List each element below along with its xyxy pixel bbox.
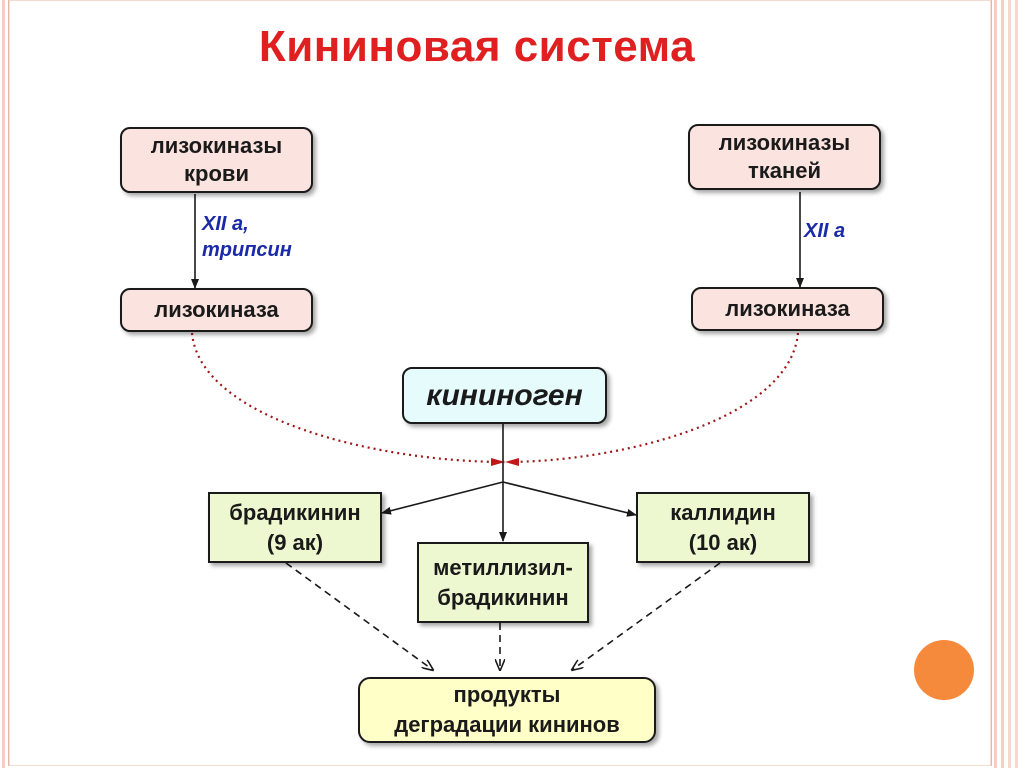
box-line: продукты: [453, 682, 561, 707]
dotted-curve-right: [504, 332, 800, 464]
box-line: лизокиназы: [718, 130, 851, 155]
dashed-arrow-right: [572, 562, 721, 670]
enzyme-label-left: XII а, трипсин: [202, 211, 292, 263]
arrow-to-bradykinin: [381, 481, 504, 515]
frame-border-right: [1008, 0, 1011, 768]
arrow-to-kallidin: [502, 481, 637, 517]
box-kallidin: каллидин (10 ак): [636, 492, 810, 563]
frame-border-left: [2, 0, 5, 768]
cleavage-marker: [491, 458, 519, 466]
box-blood-lysokinases: лизокиназы крови: [120, 127, 313, 193]
frame-border-right: [994, 0, 997, 768]
box-line: брадикинин: [229, 499, 361, 525]
box-line: крови: [184, 161, 249, 186]
box-degradation-products: продукты деградации кининов: [358, 677, 656, 743]
box-bradykinin: брадикинин (9 ак): [208, 492, 382, 563]
frame-border-right: [1015, 0, 1018, 768]
enzyme-line: XII а,: [202, 213, 249, 235]
enzyme-line: трипсин: [202, 239, 292, 261]
box-line: лизокиназа: [725, 296, 850, 321]
box-tissue-lysokinases: лизокиназы тканей: [688, 124, 881, 190]
enzyme-line: XII а: [804, 220, 846, 242]
box-lysokinase-left: лизокиназа: [120, 288, 313, 332]
slide-title: Кининовая система: [258, 22, 696, 71]
box-line: (10 ак): [688, 529, 758, 555]
box-line: кининоген: [426, 378, 583, 412]
box-line: брадикинин: [437, 584, 569, 610]
box-line: метиллизил-: [433, 554, 573, 580]
frame-border-right: [1001, 0, 1004, 768]
box-methyllysyl-bradykinin: метиллизил- брадикинин: [417, 542, 589, 623]
enzyme-label-right: XII а: [804, 218, 845, 244]
box-line: каллидин: [670, 499, 776, 525]
dotted-curve-left: [190, 332, 506, 464]
dashed-arrow-left: [285, 562, 433, 670]
box-lysokinase-right: лизокиназа: [691, 287, 884, 331]
box-line: лизокиназы: [150, 133, 283, 158]
box-line: деградации кининов: [394, 712, 620, 737]
box-kininogen: кининоген: [402, 367, 607, 424]
box-line: лизокиназа: [154, 297, 279, 322]
box-line: тканей: [747, 158, 822, 183]
decorative-orange-circle: [914, 640, 974, 700]
box-line: (9 ак): [266, 529, 324, 555]
